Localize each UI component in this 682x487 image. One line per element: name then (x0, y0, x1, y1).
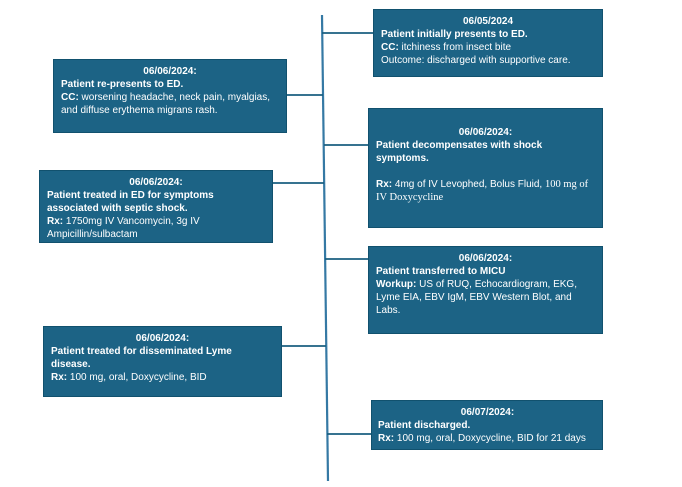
event-title: Patient discharged. (378, 420, 471, 431)
event-date: 06/06/2024: (458, 127, 513, 138)
event-detail: Rx: 100 mg, oral, Doxycycline, BID (51, 372, 207, 383)
event-detail: Workup: US of RUQ, Echocardiogram, EKG, … (376, 279, 577, 316)
event-date: 06/06/2024: (143, 66, 197, 77)
event-box-discharge: 06/07/2024: Patient discharged. Rx: 100 … (371, 400, 603, 450)
event-date: 06/06/2024: (458, 253, 513, 264)
event-detail: Rx: 4mg of IV Levophed, Bolus Fluid, 100… (376, 179, 589, 203)
blank-line (376, 165, 595, 178)
event-date: 06/06/2024: (135, 333, 190, 344)
event-title: Patient initially presents to ED. (381, 29, 528, 40)
event-date: 06/05/2024 (462, 16, 514, 27)
event-date: 06/07/2024: (460, 407, 515, 418)
event-detail: CC: itchiness from insect bite (381, 42, 512, 53)
event-title: Patient re-presents to ED. (61, 79, 184, 90)
timeline-vertical-line (320, 14, 330, 482)
event-box-ed-treatment: 06/06/2024: Patient treated in ED for sy… (39, 170, 273, 243)
event-detail: Rx: 100 mg, oral, Doxycycline, BID for 2… (378, 433, 586, 444)
event-date: 06/06/2024: (129, 177, 183, 188)
event-box-re-presents: 06/06/2024: Patient re-presents to ED. C… (53, 59, 287, 133)
event-box-decompensation: 06/06/2024: Patient decompensates with s… (368, 108, 603, 228)
event-detail: Rx: 1750mg IV Vancomycin, 3g IV Ampicill… (47, 216, 200, 240)
event-box-initial-presentation: 06/05/2024 Patient initially presents to… (373, 9, 603, 77)
event-title: Patient treated for disseminated Lyme di… (51, 346, 232, 370)
event-box-micu-transfer: 06/06/2024: Patient transferred to MICU … (368, 246, 603, 334)
event-box-lyme-treatment: 06/06/2024: Patient treated for dissemin… (43, 326, 282, 397)
event-detail: CC: worsening headache, neck pain, myalg… (61, 92, 271, 116)
event-title: Patient treated in ED for symptoms assoc… (47, 190, 214, 214)
event-detail: Outcome: discharged with supportive care… (381, 55, 571, 66)
event-title: Patient decompensates with shock symptom… (376, 140, 543, 164)
event-title: Patient transferred to MICU (376, 266, 506, 277)
